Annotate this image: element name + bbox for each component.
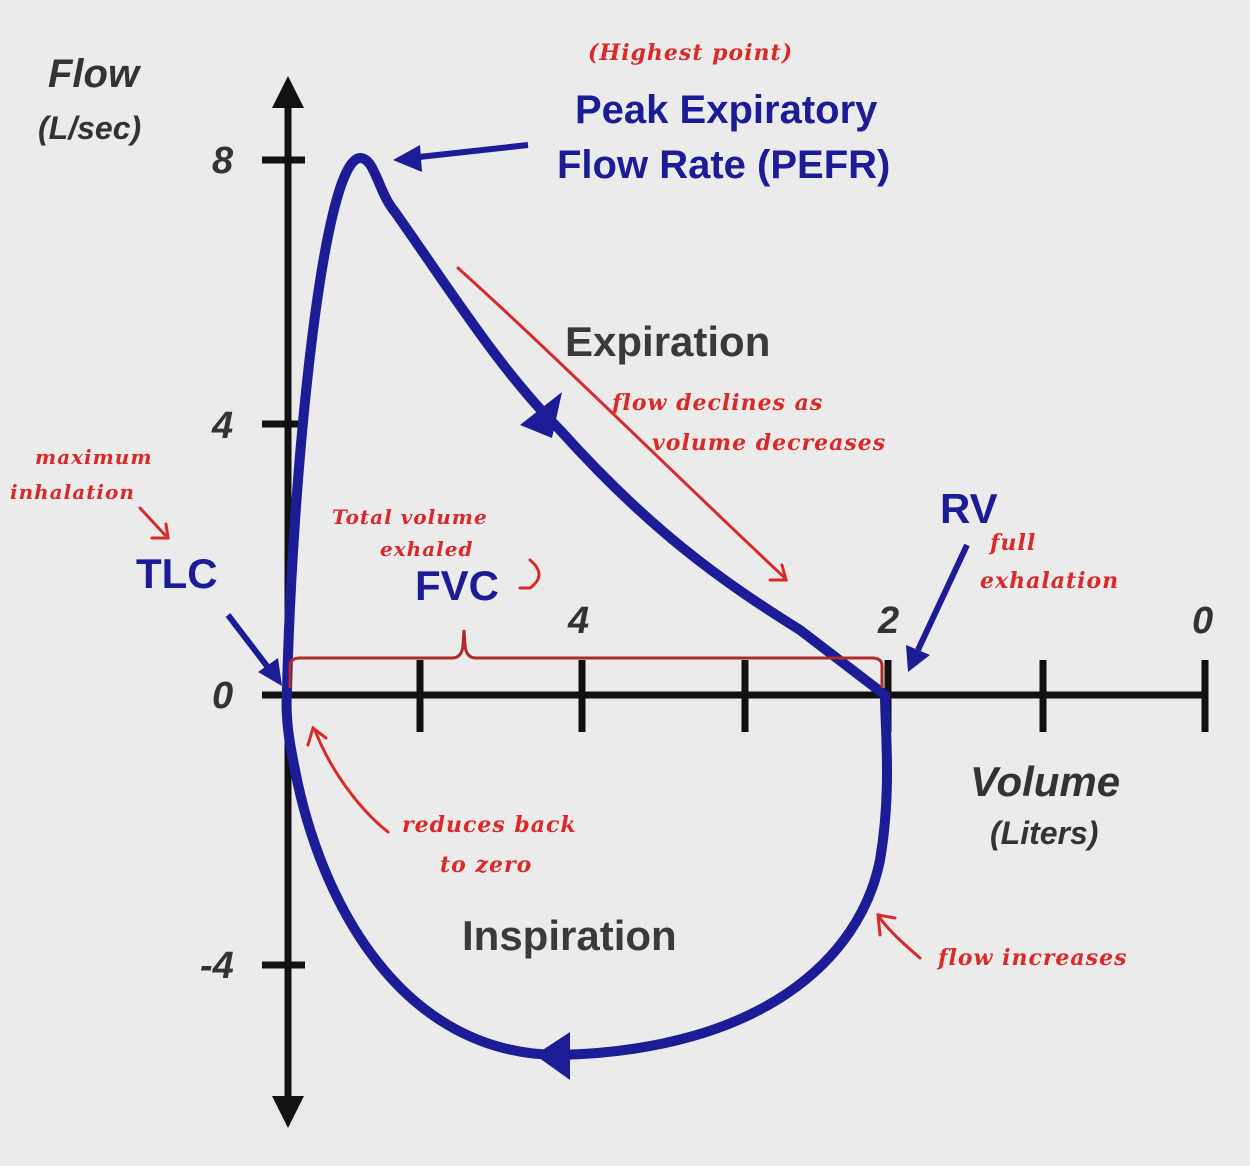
note-flow-declines-2: volume decreases [652,430,887,456]
note-full-exhalation-1: full [990,530,1037,556]
note-reduces-1: reduces back [402,812,577,838]
y-axis-title: Flow [48,52,140,96]
red-annotation-arrows [138,266,922,960]
rv-label: RV [940,485,998,532]
y-tick-minus4: -4 [200,945,234,987]
y-tick-8: 8 [212,140,234,182]
tlc-arrow [225,613,282,686]
note-full-exhalation-2: exhalation [980,568,1120,594]
x-axis-unit: (Liters) [990,815,1099,851]
y-axis [262,76,305,1128]
note-max-inhalation-2: inhalation [10,480,135,504]
inspiration-label: Inspiration [462,912,677,959]
note-total-volume-2: exhaled [380,537,474,561]
inspiration-arrowhead [535,1032,570,1080]
note-max-inhalation-1: maximum [35,445,153,469]
y-tick-0: 0 [212,675,234,717]
rv-arrow [906,543,970,672]
tlc-label: TLC [136,550,218,597]
flow-volume-loop [281,153,893,1060]
note-reduces-2: to zero [440,852,533,878]
fvc-brace [288,629,884,688]
note-flow-declines-1: flow declines as [612,390,824,416]
pefr-label-line2: Flow Rate (PEFR) [557,143,891,187]
expiration-label: Expiration [565,318,771,365]
note-total-volume-1: Total volume [332,505,488,529]
fvc-label: FVC [415,562,499,609]
x-tick-2: 2 [878,600,900,642]
x-tick-4: 4 [568,600,590,642]
x-axis-title: Volume [970,758,1121,805]
y-axis-unit: (L/sec) [38,110,142,146]
note-highest-point: (Highest point) [588,40,794,66]
x-axis [262,660,1209,732]
pefr-arrow [393,142,529,172]
y-tick-4: 4 [212,405,234,447]
note-flow-increases: flow increases [938,945,1128,971]
x-tick-0: 0 [1192,600,1214,642]
expiration-arrowhead [520,392,562,438]
pefr-label-line1: Peak Expiratory [575,88,878,132]
